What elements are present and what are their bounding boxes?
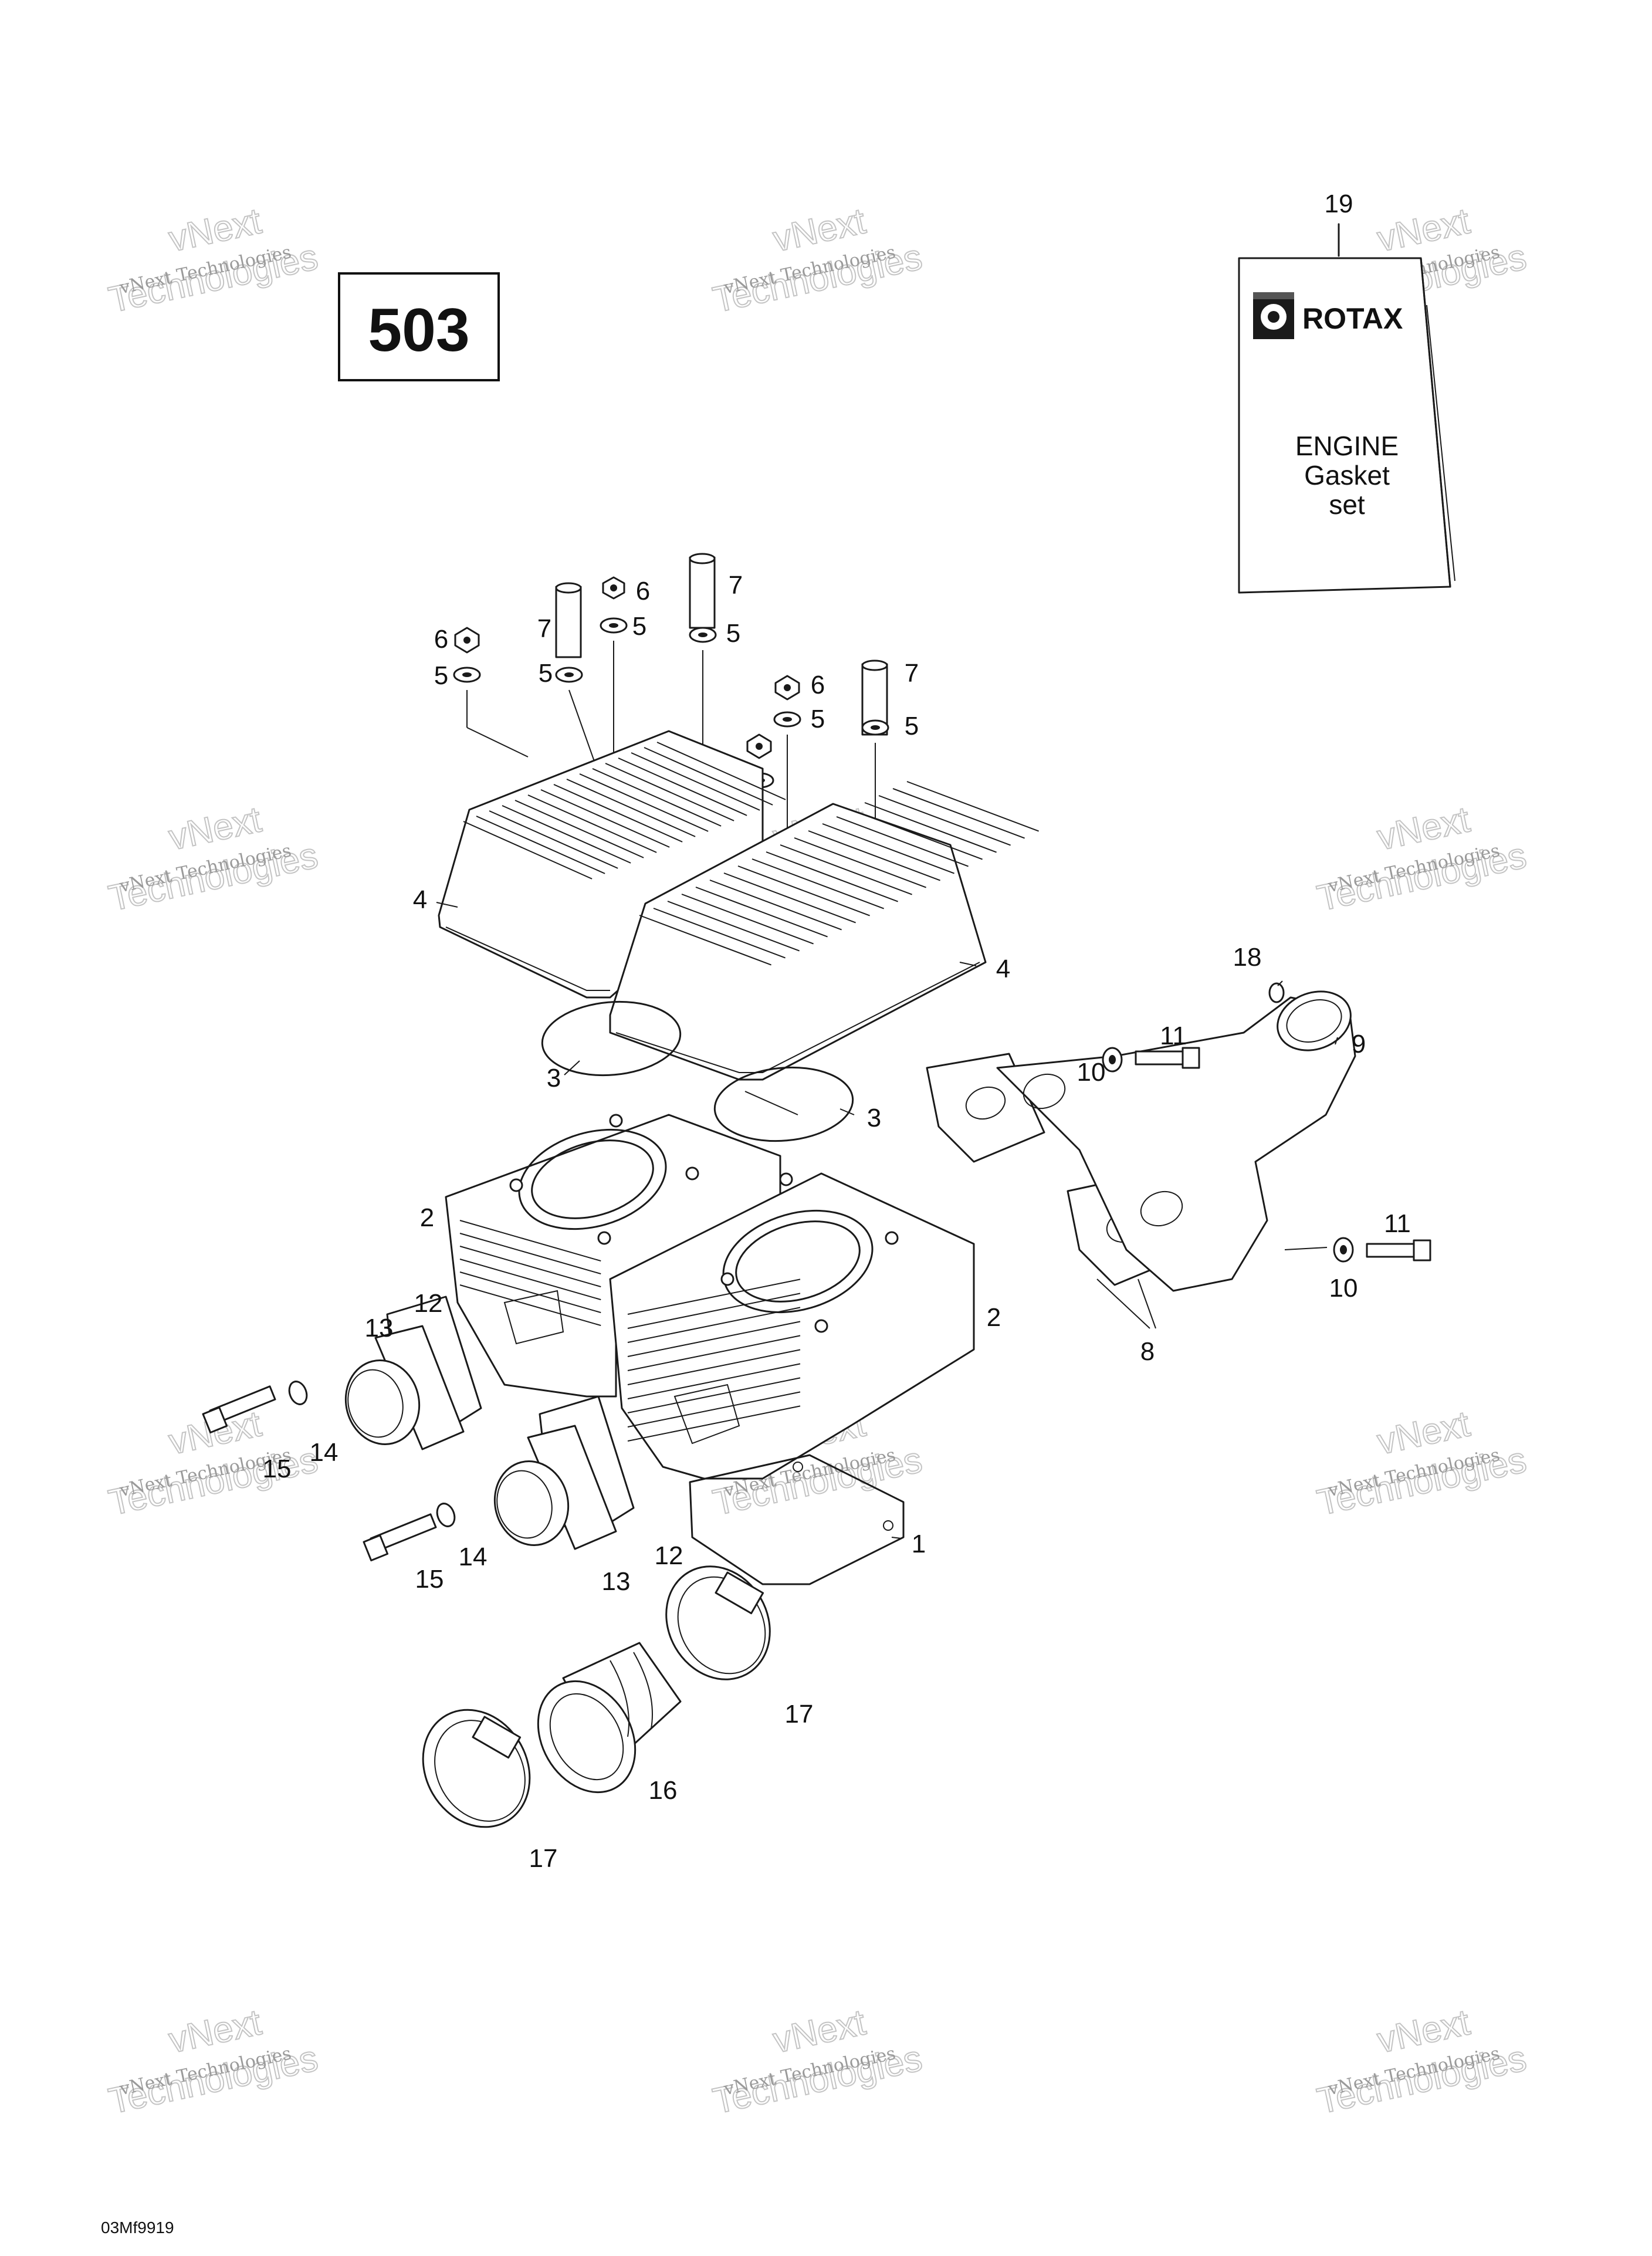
callout-c7c: 7 [905, 659, 919, 688]
callout-c3b: 3 [867, 1104, 881, 1132]
callout-c4a: 4 [413, 885, 427, 914]
callout-c13b: 13 [602, 1567, 631, 1596]
booklet-line-3: set [1329, 489, 1365, 520]
cylinder-left [445, 1114, 781, 1398]
callout-c10b: 10 [1329, 1274, 1358, 1303]
spacer-icon [555, 582, 582, 658]
gasket-set-booklet: ROTAX ENGINE Gasket set [1238, 223, 1455, 594]
callout-c5a: 5 [434, 661, 448, 690]
washer-icon [1102, 1047, 1123, 1073]
washer-icon [1333, 1237, 1354, 1263]
spacer-icon [689, 553, 716, 629]
callout-c5c: 5 [632, 612, 646, 641]
washer-icon [861, 719, 889, 736]
booklet-line-2: Gasket [1304, 460, 1390, 491]
callout-c6b: 6 [636, 577, 650, 606]
callout-c10a: 10 [1077, 1058, 1106, 1087]
callout-c1: 1 [912, 1530, 926, 1558]
callout-c12b: 12 [655, 1541, 683, 1570]
head-o-ring-left [541, 1000, 682, 1077]
washer-icon [600, 617, 628, 634]
callout-19: 19 [1325, 190, 1353, 218]
washer-icon [773, 711, 801, 728]
washer-icon [555, 667, 583, 683]
callout-c12a: 12 [414, 1289, 443, 1318]
drawing-code: 03Mf9919 [101, 2218, 174, 2237]
callout-c11a: 11 [1160, 1022, 1187, 1050]
callout-c5e: 5 [811, 705, 825, 733]
model-number-box: 503 [338, 272, 500, 381]
model-number: 503 [368, 296, 470, 364]
callout-c13a: 13 [365, 1314, 394, 1342]
cooling-fins-right [639, 781, 1039, 966]
intake-socket-right [493, 1425, 617, 1550]
head-o-ring-right [713, 1066, 854, 1142]
callout-c18: 18 [1233, 943, 1262, 972]
callout-c14b: 14 [459, 1543, 488, 1571]
cylinder-fins-left [459, 1220, 601, 1327]
callout-c7a: 7 [537, 614, 551, 643]
callout-c15a: 15 [263, 1455, 292, 1483]
callout-c11b: 11 [1384, 1209, 1411, 1238]
callout-c17b: 17 [529, 1844, 558, 1873]
booklet-line-1: ENGINE [1295, 431, 1399, 461]
callout-c2a: 2 [420, 1203, 434, 1232]
cylinder-base-gasket [689, 1454, 905, 1585]
cooling-fins-left [463, 742, 786, 880]
bolt-icon [1366, 1239, 1431, 1261]
callout-c6a: 6 [434, 625, 448, 654]
callout-c5f: 5 [905, 712, 919, 740]
nut-icon [454, 627, 480, 654]
callout-c15b: 15 [415, 1565, 444, 1594]
cylinder-right [503, 1172, 975, 1480]
plug-icon [1268, 982, 1285, 1003]
callout-c5b: 5 [539, 659, 553, 688]
callout-c2b: 2 [987, 1303, 1001, 1332]
exhaust-manifold [996, 990, 1356, 1292]
washer-icon [288, 1381, 308, 1405]
callout-c8: 8 [1140, 1337, 1155, 1366]
callout-c6c: 6 [811, 671, 825, 699]
rubber-sleeve [537, 1642, 682, 1794]
bolt-icon [1135, 1047, 1200, 1069]
washer-icon [453, 667, 481, 683]
nut-icon [746, 733, 772, 759]
rotax-logo-icon [1253, 292, 1294, 339]
hose-clamp-upper [665, 1565, 771, 1680]
brand-name: ROTAX [1302, 302, 1403, 335]
callout-c14a: 14 [310, 1438, 338, 1467]
callout-c7b: 7 [729, 571, 743, 600]
exhaust-gasket-upper [926, 1053, 1045, 1163]
callout-c16: 16 [649, 1776, 678, 1805]
bolt-icon [363, 1513, 437, 1562]
callout-c4b: 4 [996, 955, 1010, 983]
nut-icon [774, 675, 800, 701]
callout-c17a: 17 [785, 1700, 814, 1729]
intake-socket-left [344, 1325, 465, 1450]
cylinder-fins-right [627, 1278, 801, 1442]
hose-clamp-lower [422, 1709, 531, 1828]
leader-lines [436, 902, 1338, 1539]
nut-icon [602, 576, 625, 600]
callout-c9: 9 [1352, 1030, 1366, 1058]
bolt-icon [202, 1385, 276, 1434]
callout-c3a: 3 [547, 1064, 561, 1093]
washer-icon [436, 1503, 456, 1527]
washer-icon [689, 627, 717, 643]
cylinder-head-right [609, 803, 987, 1081]
callout-c5d: 5 [726, 619, 740, 648]
